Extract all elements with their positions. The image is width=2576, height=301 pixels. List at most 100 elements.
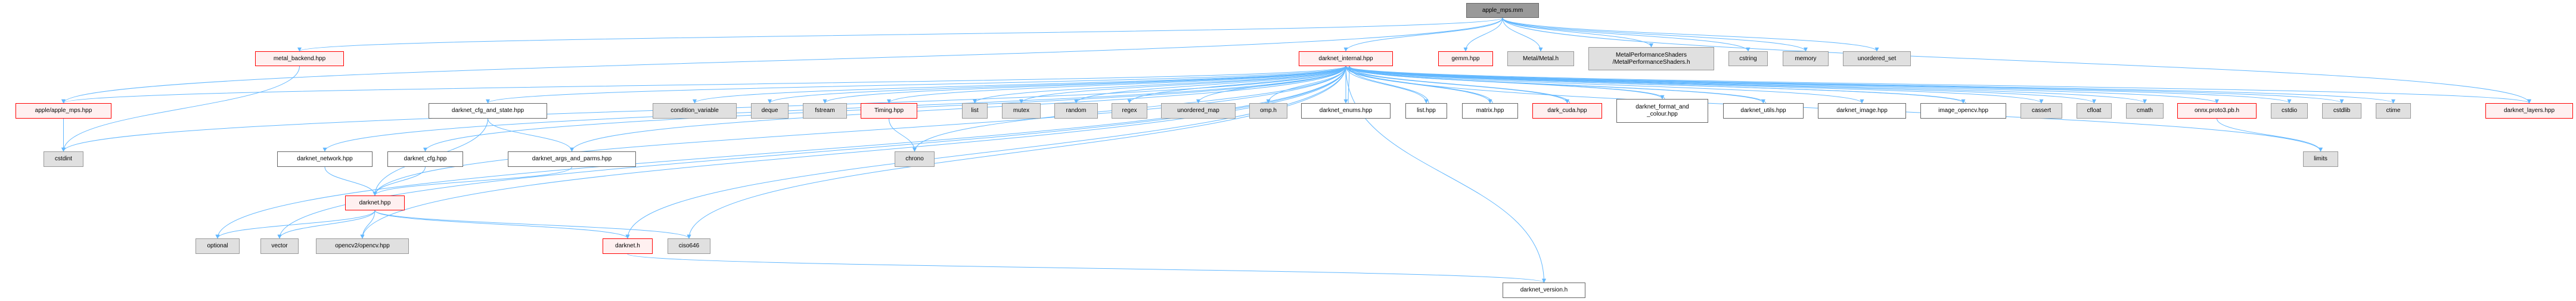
edge-root-to-gemm bbox=[1463, 17, 1503, 52]
edge-darknet_internal-to-omp bbox=[1266, 66, 1346, 104]
edge-darknet_internal-to-darknet_hpp bbox=[373, 66, 1346, 196]
node-cstdint: cstdint bbox=[44, 151, 83, 167]
node-opencv: opencv2/opencv.hpp bbox=[316, 238, 409, 254]
node-darknet-hpp[interactable]: darknet.hpp bbox=[345, 196, 405, 210]
node-list-hpp[interactable]: list.hpp bbox=[1405, 103, 1447, 119]
edge-darknet_hpp-to-opencv bbox=[360, 210, 375, 239]
node-matrix[interactable]: matrix.hpp bbox=[1462, 103, 1518, 119]
node-mutex: mutex bbox=[1002, 103, 1041, 119]
node-list: list bbox=[962, 103, 988, 119]
edge-darknet_internal-to-onnx bbox=[1345, 66, 2219, 104]
node-ctime: ctime bbox=[2376, 103, 2411, 119]
edge-root-to-darknet_internal bbox=[1343, 17, 1503, 52]
node-layers[interactable]: darknet_layers.hpp bbox=[2485, 103, 2573, 119]
edge-darknet_internal-to-cmath bbox=[1345, 66, 2147, 104]
node-network[interactable]: darknet_network.hpp bbox=[277, 151, 373, 167]
edge-darknet_internal-to-mutex bbox=[1019, 66, 1346, 104]
node-cfg[interactable]: darknet_cfg.hpp bbox=[387, 151, 463, 167]
edge-darknet_h-to-version bbox=[627, 253, 1546, 283]
node-format-colour[interactable]: darknet_format_and _colour.hpp bbox=[1616, 99, 1708, 123]
edge-darknet_internal-to-opencv bbox=[360, 66, 1346, 239]
node-cstdio: cstdio bbox=[2271, 103, 2308, 119]
edge-darknet_internal-to-ctime bbox=[1345, 66, 2395, 104]
node-cstring: cstring bbox=[1728, 51, 1768, 66]
node-enums[interactable]: darknet_enums.hpp bbox=[1301, 103, 1391, 119]
edge-darknet_internal-to-list bbox=[973, 66, 1346, 104]
node-cmath: cmath bbox=[2126, 103, 2164, 119]
edge-darknet_internal-to-random bbox=[1074, 66, 1346, 104]
node-metal-h: Metal/Metal.h bbox=[1507, 51, 1574, 66]
node-apple-mps-hpp[interactable]: apple/apple_mps.hpp bbox=[15, 103, 111, 119]
edge-root-to-memory bbox=[1502, 17, 1808, 52]
node-args-parms[interactable]: darknet_args_and_parms.hpp bbox=[508, 151, 636, 167]
edge-network-to-darknet_hpp bbox=[324, 166, 377, 196]
node-root[interactable]: apple_mps.mm bbox=[1466, 3, 1539, 18]
edge-root-to-apple_mps_hpp bbox=[61, 17, 1503, 104]
node-vector: vector bbox=[260, 238, 299, 254]
edge-cfg-to-darknet_hpp bbox=[373, 166, 426, 196]
node-image[interactable]: darknet_image.hpp bbox=[1818, 103, 1906, 119]
edge-utils-to-darknet_internal bbox=[1347, 66, 1766, 104]
edge-darknet_hpp-to-vector bbox=[277, 210, 375, 239]
edge-root-to-mps_h bbox=[1502, 17, 1653, 48]
edge-darknet_internal-to-args_parms bbox=[570, 66, 1346, 152]
node-regex: regex bbox=[1112, 103, 1147, 119]
node-unordered-map: unordered_map bbox=[1161, 103, 1236, 119]
edge-matrix-to-darknet_internal bbox=[1347, 66, 1493, 104]
edge-onnx-to-limits bbox=[2217, 118, 2323, 152]
node-timing[interactable]: Timing.hpp bbox=[861, 103, 917, 119]
edge-root-to-unordered_set bbox=[1502, 17, 1879, 52]
edge-dark_cuda-to-darknet_internal bbox=[1347, 66, 1570, 104]
node-chrono: chrono bbox=[895, 151, 935, 167]
edge-darknet_internal-to-version bbox=[1345, 66, 1546, 283]
edge-darknet_internal-to-deque bbox=[768, 66, 1346, 104]
node-version[interactable]: darknet_version.h bbox=[1503, 283, 1585, 298]
edge-darknet_internal-to-condition_variable bbox=[693, 66, 1346, 104]
node-metal-backend[interactable]: metal_backend.hpp bbox=[255, 51, 344, 66]
edge-enums-to-darknet_internal bbox=[1347, 66, 1352, 104]
node-optional: optional bbox=[195, 238, 240, 254]
node-onnx[interactable]: onnx.proto3.pb.h bbox=[2177, 103, 2257, 119]
edge-metal_backend-to-cstdint bbox=[61, 66, 300, 152]
edge-darknet_hpp-to-optional bbox=[215, 210, 375, 239]
edge-darknet_internal-to-image bbox=[1345, 66, 1864, 104]
edge-darknet_internal-to-darknet_h bbox=[625, 66, 1346, 239]
node-mps-h: MetalPerformanceShaders /MetalPerformanc… bbox=[1588, 47, 1714, 70]
node-darknet-internal[interactable]: darknet_internal.hpp bbox=[1299, 51, 1393, 66]
node-unordered-set: unordered_set bbox=[1843, 51, 1911, 66]
edge-darknet_internal-to-unordered_map bbox=[1196, 66, 1346, 104]
node-cfg-and-state[interactable]: darknet_cfg_and_state.hpp bbox=[429, 103, 547, 119]
node-memory: memory bbox=[1783, 51, 1829, 66]
node-utils[interactable]: darknet_utils.hpp bbox=[1723, 103, 1804, 119]
edge-args_parms-to-darknet_hpp bbox=[373, 166, 572, 196]
edge-darknet_hpp-to-ciso646 bbox=[374, 210, 691, 239]
node-image-opencv[interactable]: image_opencv.hpp bbox=[1920, 103, 2006, 119]
edge-darknet_internal-to-ciso646 bbox=[687, 66, 1346, 239]
edge-root-to-metal_h bbox=[1502, 17, 1543, 52]
edge-darknet_internal-to-optional bbox=[215, 66, 1346, 239]
node-darknet-h[interactable]: darknet.h bbox=[603, 238, 653, 254]
edge-darknet_internal-to-timing bbox=[887, 66, 1346, 104]
node-cstdlib: cstdlib bbox=[2322, 103, 2361, 119]
edge-cfg_and_state-to-args_parms bbox=[488, 118, 574, 152]
edge-timing-to-chrono bbox=[889, 118, 917, 152]
edge-image_opencv-to-darknet_internal bbox=[1347, 66, 1966, 104]
edge-darknet_internal-to-apple_mps_hpp bbox=[61, 66, 1346, 104]
node-random: random bbox=[1054, 103, 1098, 119]
node-deque: deque bbox=[751, 103, 789, 119]
edge-darknet_internal-to-cfg_and_state bbox=[486, 66, 1346, 104]
node-omp: omp.h bbox=[1249, 103, 1287, 119]
edge-root-to-metal_backend bbox=[297, 17, 1503, 52]
edge-darknet_hpp-to-darknet_h bbox=[374, 210, 630, 239]
node-gemm[interactable]: gemm.hpp bbox=[1438, 51, 1493, 66]
node-cfloat: cfloat bbox=[2077, 103, 2112, 119]
node-cassert: cassert bbox=[2021, 103, 2062, 119]
edge-darknet_internal-to-layers bbox=[1345, 66, 2531, 104]
node-ciso646: ciso646 bbox=[668, 238, 710, 254]
node-limits: limits bbox=[2303, 151, 2338, 167]
node-fstream: fstream bbox=[803, 103, 847, 119]
edge-darknet_internal-to-regex bbox=[1127, 66, 1346, 104]
node-dark-cuda[interactable]: dark_cuda.hpp bbox=[1532, 103, 1602, 119]
